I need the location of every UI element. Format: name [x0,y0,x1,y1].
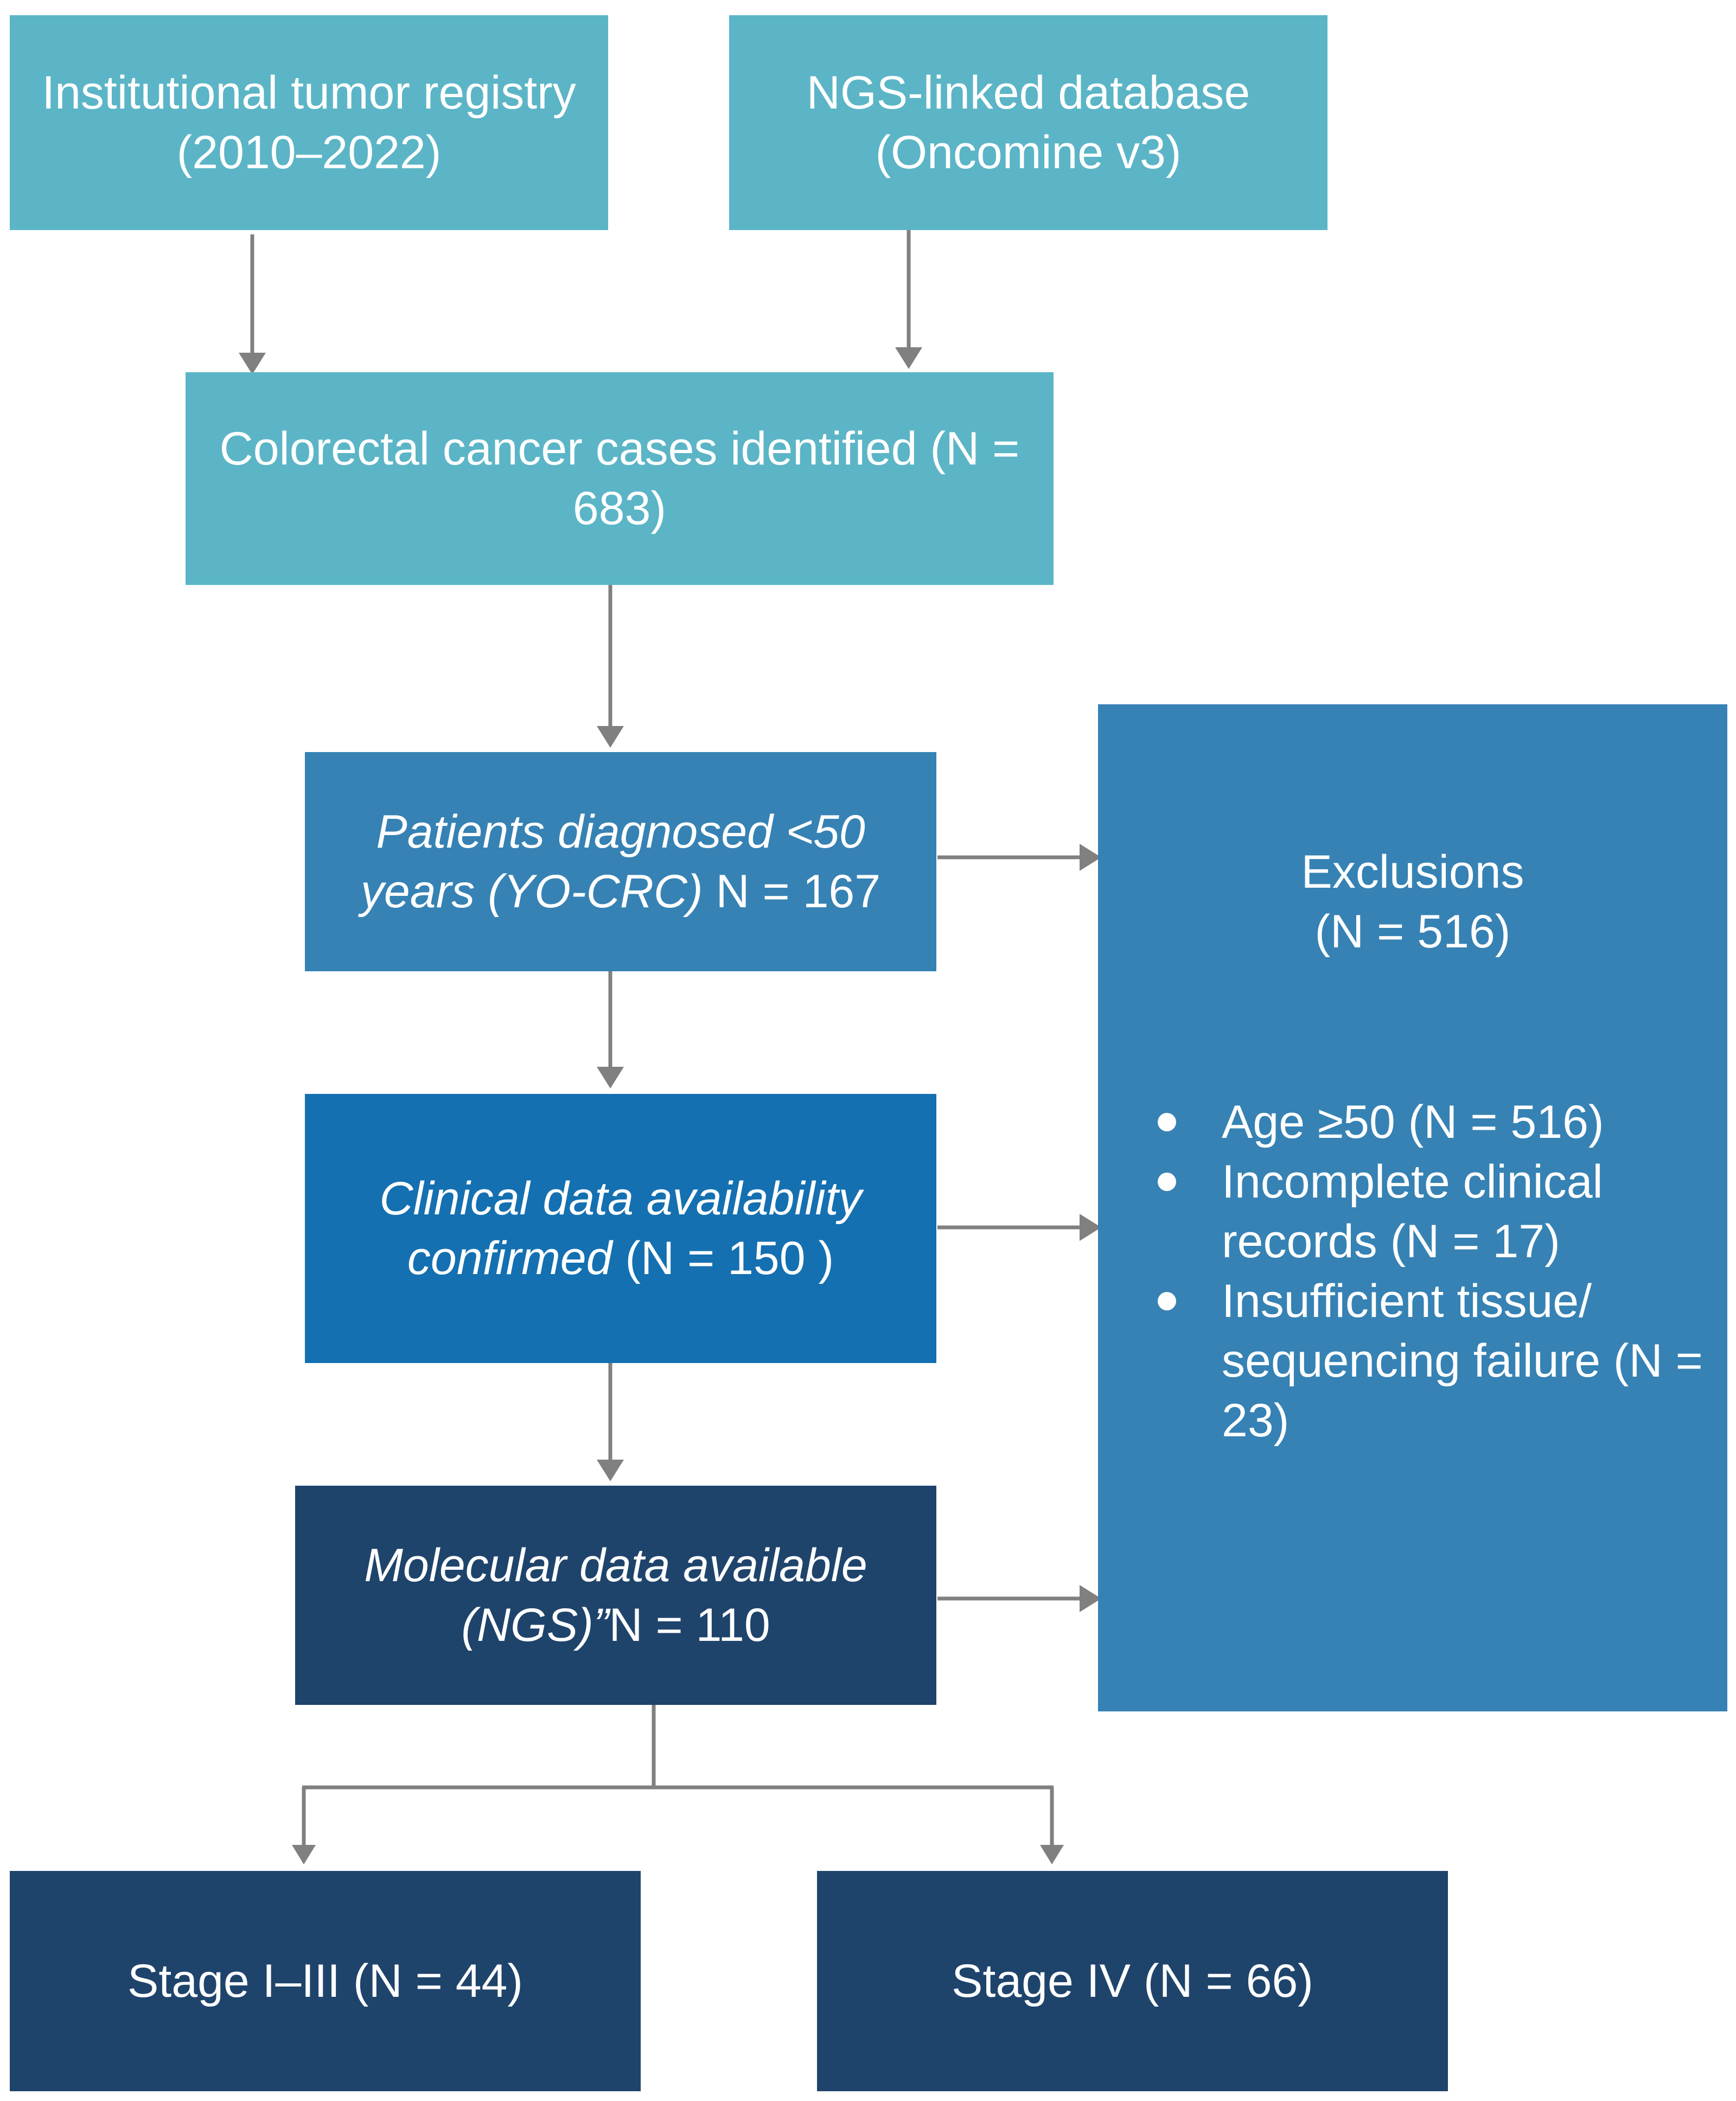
stage-1-3-box: Stage I–III (N = 44) [10,1871,641,2091]
bullet-icon [1158,1292,1176,1310]
molecular-data-count: N = 110 [609,1599,770,1651]
molecular-data-box: Molecular data available (NGS)”N = 110 [295,1486,936,1705]
registry-box: Institutional tumor registry (2010–2022) [10,15,608,230]
arrowhead [1040,1845,1064,1864]
exclusion-item: Insufficient tissue/ sequencing failure … [1141,1271,1706,1450]
exclusions-title-line2: (N = 516) [1314,906,1511,958]
exclusion-item: Incomplete clinical records (N = 17) [1141,1152,1706,1271]
yocrc-label: Patients diagnosed <50 years (YO-CRC) N … [321,802,920,921]
ngs-database-box: NGS-linked database (Oncomine v3) [729,15,1327,230]
molecular-data-label-italic: Molecular data available (NGS)” [364,1539,867,1651]
arrowhead [597,726,624,748]
stage-4-label: Stage IV (N = 66) [952,1955,1313,2007]
cases-identified-label: Colorectal cancer cases identified (N = … [219,423,1020,534]
molecular-data-label: Molecular data available (NGS)”N = 110 [311,1536,920,1655]
yocrc-label-italic: Patients diagnosed <50 years (YO-CRC) [360,806,865,918]
arrowhead [239,353,266,374]
arrowhead [597,1460,624,1481]
clinical-data-label: Clinical data availability confirmed (N … [321,1169,920,1288]
arrowhead [1080,1214,1101,1241]
clinical-data-box: Clinical data availability confirmed (N … [305,1094,936,1363]
arrowhead [1080,1585,1101,1612]
yocrc-count: N = 167 [703,865,881,918]
registry-label: Institutional tumor registry (2010–2022) [42,67,576,179]
stage-4-box: Stage IV (N = 66) [817,1871,1448,2091]
bullet-icon [1158,1113,1176,1131]
exclusions-list: Age ≥50 (N = 516) Incomplete clinical re… [1141,1092,1706,1450]
exclusions-title-line1: Exclusions [1301,846,1524,898]
exclusion-item-text: Age ≥50 (N = 516) [1222,1096,1604,1148]
exclusion-item-text: Insufficient tissue/ sequencing failure … [1222,1275,1703,1447]
arrowhead [597,1067,624,1088]
arrowhead [1080,844,1101,871]
ngs-database-label: NGS-linked database (Oncomine v3) [806,67,1250,179]
clinical-data-count: (N = 150 ) [612,1232,834,1284]
arrowhead [895,347,922,369]
exclusion-item: Age ≥50 (N = 516) [1141,1092,1706,1152]
stage-1-3-label: Stage I–III (N = 44) [127,1955,523,2007]
exclusion-item-text: Incomplete clinical records (N = 17) [1222,1156,1603,1268]
arrowhead [292,1845,316,1864]
exclusions-title: Exclusions (N = 516) [1098,842,1727,962]
clinical-data-label-italic: Clinical data availability confirmed [379,1173,862,1284]
yocrc-box: Patients diagnosed <50 years (YO-CRC) N … [305,752,936,971]
bullet-icon [1158,1173,1176,1191]
cases-identified-box: Colorectal cancer cases identified (N = … [186,372,1054,585]
exclusions-box: Exclusions (N = 516) Age ≥50 (N = 516) I… [1098,704,1727,1711]
